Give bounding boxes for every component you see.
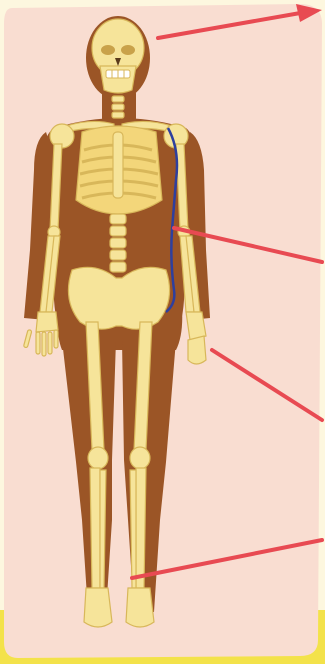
sternum (113, 132, 123, 198)
left-foot (84, 588, 112, 627)
left-shin-bones (90, 468, 106, 588)
right-knee (130, 447, 150, 469)
right-shin-bones (130, 468, 146, 588)
right-foot (126, 588, 154, 627)
cervical-spine (112, 96, 124, 118)
lumbar-spine (110, 214, 126, 272)
left-knee (88, 447, 108, 469)
